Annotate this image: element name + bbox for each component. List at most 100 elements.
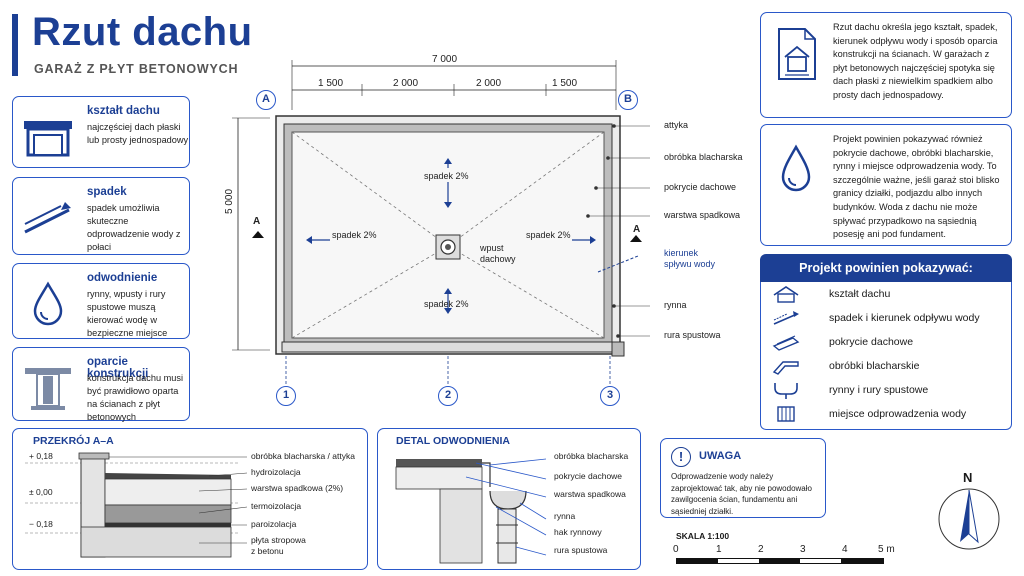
north-arrow-icon bbox=[938, 488, 1000, 550]
callout-downpipe: rura spustowa bbox=[664, 330, 721, 340]
section-label: paroizolacja bbox=[251, 519, 297, 529]
callout-flashing: obróbka blacharska bbox=[664, 152, 743, 162]
callout-water-flow: kierunek spływu wody bbox=[664, 248, 716, 269]
callout-roof-covering: pokrycie dachowe bbox=[664, 182, 737, 192]
warning-box: ! UWAGA Odprowadzenie wody należy zaproj… bbox=[660, 438, 826, 518]
slope-label-bottom: spadek 2% bbox=[424, 299, 469, 309]
section-title: PRZEKRÓJ A–A bbox=[33, 435, 114, 447]
drain-label: wpust dachowy bbox=[480, 243, 516, 264]
page-subtitle: GARAŻ Z PŁYT BETONOWYCH bbox=[34, 62, 239, 76]
slope-arrow-icon bbox=[24, 202, 71, 234]
roof-shape-icon bbox=[773, 286, 799, 303]
list-item-label: miejsce odprowadzenia wody bbox=[829, 408, 967, 420]
section-drawing bbox=[25, 452, 248, 558]
card-text: rynny, wpusty i rury spustowe muszą kier… bbox=[87, 289, 168, 338]
slope-direction-icon bbox=[773, 311, 799, 325]
detail-label: pokrycie dachowe bbox=[554, 471, 623, 481]
scale-label: SKALA 1:100 bbox=[676, 531, 730, 541]
warning-icon: ! bbox=[671, 447, 691, 467]
card-text: najczęściej dach płaski lub prosty jedno… bbox=[87, 122, 189, 145]
detail-title: DETAL ODWODNIENIA bbox=[396, 435, 510, 447]
slope-label-right: spadek 2% bbox=[526, 230, 571, 240]
water-drop-icon bbox=[781, 144, 811, 192]
section-label: termoizolacja bbox=[251, 501, 302, 511]
card-roof-shape: kształt dachu najczęściej dach płaski lu… bbox=[12, 96, 190, 168]
list-item-label: rynny i rury spustowe bbox=[829, 384, 929, 396]
drainage-detail-panel: DETAL ODWODNIENIA obróbka blacharska pok… bbox=[377, 428, 641, 570]
card-structure-support: oparcie konstrukcji konstrukcja dachu mu… bbox=[12, 347, 190, 422]
detail-label: obróbka blacharska bbox=[554, 451, 629, 461]
dim-height: 5 000 bbox=[224, 188, 235, 214]
info-card-detail: Projekt powinien pokazywać również pokry… bbox=[760, 124, 1012, 246]
water-drop-icon bbox=[33, 281, 63, 326]
axis-marker-a: A bbox=[256, 90, 276, 110]
axis-marker-b: B bbox=[618, 90, 638, 110]
slope-label-top: spadek 2% bbox=[424, 171, 469, 181]
detail-drawing bbox=[395, 458, 547, 564]
level-label: ± 0,00 bbox=[29, 487, 53, 497]
card-slope: spadek spadek umożliwia skuteczne odprow… bbox=[12, 177, 190, 255]
garage-icon bbox=[24, 121, 72, 157]
scale-tick: 2 bbox=[758, 544, 764, 555]
list-item-label: obróbki blacharskie bbox=[829, 360, 920, 372]
scale-tick: 0 bbox=[673, 544, 679, 555]
detail-label: rynna bbox=[554, 511, 576, 521]
info-card-intro: Rzut dachu określa jego kształt, spadek,… bbox=[760, 12, 1012, 118]
level-label: − 0,18 bbox=[29, 519, 53, 529]
dim-segment: 1 500 bbox=[552, 78, 578, 89]
info-text: Rzut dachu określa jego kształt, spadek,… bbox=[833, 22, 998, 100]
dim-segment: 2 000 bbox=[476, 78, 502, 89]
dim-segment: 2 000 bbox=[393, 78, 419, 89]
scale-tick: 1 bbox=[716, 544, 722, 555]
dim-total-width: 7 000 bbox=[432, 54, 458, 65]
list-item: rynny i rury spustowe bbox=[771, 378, 1003, 402]
north-label: N bbox=[963, 470, 973, 485]
list-item-label: spadek i kierunek odpływu wody bbox=[829, 312, 980, 324]
axis-marker-2: 2 bbox=[438, 386, 458, 406]
callout-gutter: rynna bbox=[664, 300, 687, 310]
card-title: oparcie konstrukcji bbox=[87, 356, 149, 380]
list-item-label: kształt dachu bbox=[829, 288, 891, 300]
flashing-icon bbox=[772, 361, 799, 375]
list-item: pokrycie dachowe bbox=[771, 330, 1003, 354]
info-text: Projekt powinien pokazywać również pokry… bbox=[833, 134, 1000, 240]
title-accent-bar bbox=[12, 14, 18, 76]
detail-label: warstwa spadkowa bbox=[554, 489, 626, 499]
warning-title: UWAGA bbox=[699, 450, 742, 462]
roof-covering-icon bbox=[772, 335, 800, 351]
dim-segment: 1 500 bbox=[318, 78, 344, 89]
detail-label: rura spustowa bbox=[554, 545, 608, 555]
section-label: hydroizolacja bbox=[251, 467, 301, 477]
list-item: spadek i kierunek odpływu wody bbox=[771, 306, 1003, 330]
beam-support-icon bbox=[25, 368, 71, 410]
card-title: kształt dachu bbox=[87, 105, 160, 117]
slope-label-left: spadek 2% bbox=[332, 230, 377, 240]
checklist-title: Projekt powinien pokazywać: bbox=[760, 254, 1012, 282]
gutter-icon bbox=[774, 383, 798, 399]
drainage-grid-icon bbox=[777, 406, 795, 422]
card-drainage: odwodnienie rynny, wpusty i rury spustow… bbox=[12, 263, 190, 339]
level-label: + 0,18 bbox=[29, 451, 53, 461]
axis-marker-1: 1 bbox=[276, 386, 296, 406]
section-aa-panel: PRZEKRÓJ A–A + 0,18 ± 0,00 − 0,18 obróbk… bbox=[12, 428, 368, 570]
callout-parapet: attyka bbox=[664, 120, 689, 130]
scale-bar bbox=[676, 558, 884, 564]
scale-tick: 5 m bbox=[878, 544, 895, 555]
scale-tick: 4 bbox=[842, 544, 848, 555]
section-mark-right: A bbox=[633, 224, 641, 235]
page-title: Rzut dachu bbox=[32, 10, 253, 54]
checklist-box: kształt dachu spadek i kierunek odpływu … bbox=[760, 282, 1012, 430]
section-label: warstwa spadkowa (2%) bbox=[251, 483, 344, 493]
list-item: kształt dachu bbox=[771, 282, 1003, 306]
document-house-icon bbox=[778, 28, 816, 80]
section-label: płyta stropowa z betonu bbox=[251, 535, 306, 556]
list-item: obróbki blacharskie bbox=[771, 354, 1003, 378]
detail-label: hak rynnowy bbox=[554, 527, 602, 537]
scale-tick: 3 bbox=[800, 544, 806, 555]
list-item: miejsce odprowadzenia wody bbox=[771, 402, 1003, 426]
warning-text: Odprowadzenie wody należy zaprojektować … bbox=[671, 472, 812, 516]
card-title: odwodnienie bbox=[87, 272, 158, 284]
roof-plan-drawing bbox=[232, 60, 650, 386]
section-label: obróbka blacharska / attyka bbox=[251, 451, 355, 461]
section-mark-left: A bbox=[253, 216, 261, 227]
